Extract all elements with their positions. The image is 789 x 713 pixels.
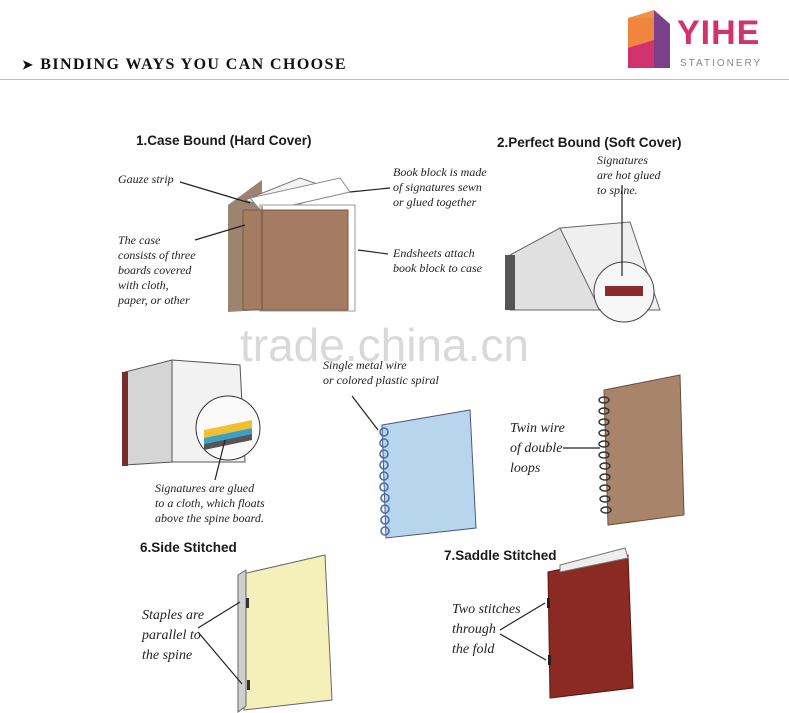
book-block-description: Book block is made of signatures sewn or… [393,165,487,209]
header-divider [0,79,789,80]
page-title: ➤ BINDING WAYS YOU CAN CHOOSE [22,56,347,74]
side-stitched-description: Staples are parallel to the spine [142,608,205,663]
lay-flat-book-illustration [122,359,261,466]
arrow-icon: ➤ [22,57,35,72]
saddle-stitched-book-illustration [547,547,634,699]
saddle-stitched-description: Two stitches through the fold [452,602,521,657]
endsheets-description: Endsheets attach book block to case [393,246,482,275]
case-description: The case consists of three boards covere… [118,233,196,307]
side-stitched-title: 6.Side Stitched [140,540,237,555]
pointer-lines [179,181,623,685]
brand-tagline: STATIONERY [680,58,763,69]
side-stitched-book-illustration [237,554,333,713]
logo-mark-icon [628,10,670,68]
perfect-bound-book-illustration [505,221,661,323]
brand-name: YIHE [677,14,761,52]
twin-wire-description: Twin wire of double loops [510,421,565,476]
spiral-description: Single metal wire or colored plastic spi… [323,358,439,387]
perfect-bound-title: 2.Perfect Bound (Soft Cover) [497,135,682,150]
case-bound-book-illustration [228,177,356,312]
saddle-stitched-title: 7.Saddle Stitched [444,548,557,563]
watermark-text: trade.china.cn [240,319,529,371]
case-bound-title: 1.Case Bound (Hard Cover) [136,133,312,148]
hot-glue-description: Signatures are hot glued to spine. [597,153,661,197]
page-title-text: BINDING WAYS YOU CAN CHOOSE [40,56,347,73]
twin-wire-book-illustration [598,374,685,526]
spiral-bound-book-illustration [379,409,477,539]
cloth-spine-description: Signatures are glued to a cloth, which f… [155,481,265,525]
gauze-strip-label: Gauze strip [118,172,174,186]
